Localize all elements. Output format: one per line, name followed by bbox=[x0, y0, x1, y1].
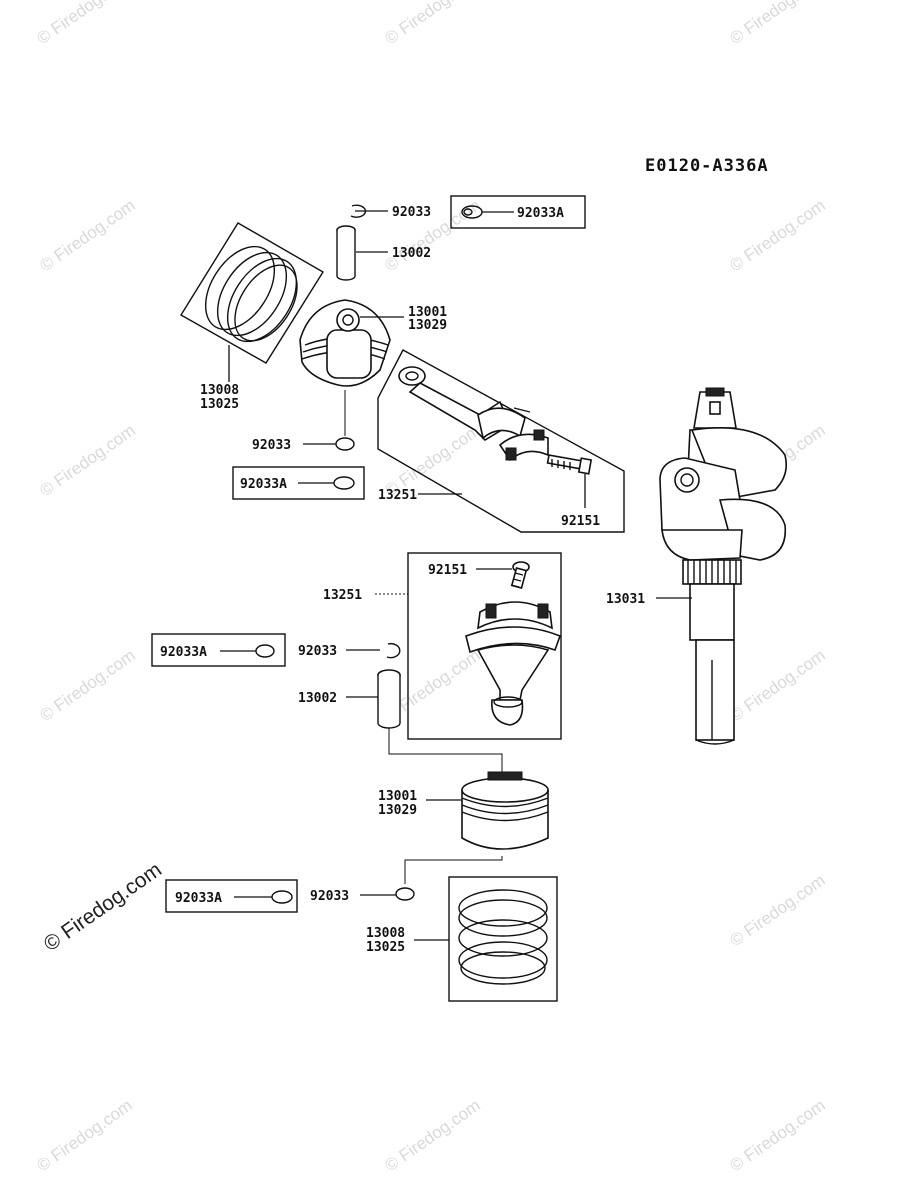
conrod-box-lower bbox=[407, 552, 562, 740]
circlip-92033-lower bbox=[335, 437, 355, 451]
label-92151: 92151 bbox=[428, 563, 467, 578]
callout-box bbox=[232, 466, 365, 500]
piston-rings-13008-lower bbox=[458, 889, 548, 985]
watermark: © Firedog.com bbox=[381, 1096, 483, 1176]
label-13251: 13251 bbox=[323, 588, 362, 603]
circlip-inner bbox=[463, 208, 473, 216]
ring-set-box-lower bbox=[448, 876, 558, 1002]
watermark: © Firedog.com bbox=[726, 871, 828, 951]
top-piston-assembly: 92033 92033A 13002 13008 13025 bbox=[180, 195, 586, 500]
label-92033a: 92033A bbox=[175, 891, 222, 906]
watermark: © Firedog.com bbox=[36, 196, 138, 276]
piston-13001-top bbox=[299, 299, 391, 387]
leader-line bbox=[388, 728, 503, 772]
circlip-92033a-icon bbox=[255, 644, 275, 658]
label-92033a: 92033A bbox=[160, 645, 207, 660]
label-13029: 13029 bbox=[408, 318, 447, 333]
conrod-box bbox=[377, 349, 625, 533]
watermark: © Firedog.com bbox=[726, 646, 828, 726]
watermark: © Firedog.com bbox=[36, 646, 138, 726]
connecting-rod-13251-lower bbox=[465, 601, 562, 726]
label-13031: 13031 bbox=[606, 592, 645, 607]
watermark: © Firedog.com bbox=[726, 196, 828, 276]
conrod-bolt-92151-top bbox=[546, 454, 593, 475]
piston-rings-13008 bbox=[204, 245, 298, 343]
watermark: © Firedog.com bbox=[726, 1096, 828, 1176]
label-13002: 13002 bbox=[298, 691, 337, 706]
label-13025: 13025 bbox=[366, 940, 405, 955]
circlip-92033-bottom bbox=[395, 887, 415, 901]
piston-pin-13002-top bbox=[336, 225, 356, 281]
watermark: © Firedog.com bbox=[36, 421, 138, 501]
label-92033: 92033 bbox=[392, 205, 431, 220]
watermark: © Firedog.com bbox=[726, 0, 828, 48]
watermark: © Firedog.com bbox=[33, 0, 135, 48]
circlip-92033a-icon bbox=[333, 476, 355, 490]
label-92033a: 92033A bbox=[240, 477, 287, 492]
diagram-code: E0120-A336A bbox=[645, 156, 769, 176]
label-92151: 92151 bbox=[561, 514, 600, 529]
callout-box bbox=[450, 195, 586, 229]
circlip-92033a-icon bbox=[271, 890, 293, 904]
label-13025: 13025 bbox=[200, 397, 239, 412]
callout-box bbox=[151, 633, 286, 667]
conrod-bolt-92151-lower bbox=[510, 561, 530, 589]
label-13001: 13001 bbox=[378, 789, 417, 804]
connecting-rod-assembly-top: 92151 13251 bbox=[377, 349, 625, 533]
circlip-92033-mid bbox=[386, 642, 401, 659]
label-13008: 13008 bbox=[366, 926, 405, 941]
ring-set-box bbox=[180, 222, 324, 364]
piston-pin-13002-lower bbox=[377, 669, 401, 729]
watermark-dark: © Firedog.com bbox=[40, 858, 166, 956]
label-13001: 13001 bbox=[408, 305, 447, 320]
crankshaft-13031 bbox=[659, 387, 788, 745]
connecting-rod-13251-top bbox=[398, 366, 549, 462]
label-92033: 92033 bbox=[298, 644, 337, 659]
label-92033: 92033 bbox=[252, 438, 291, 453]
label-92033a: 92033A bbox=[517, 206, 564, 221]
leader-line bbox=[404, 856, 503, 884]
label-13008: 13008 bbox=[200, 383, 239, 398]
label-92033: 92033 bbox=[310, 889, 349, 904]
label-13029: 13029 bbox=[378, 803, 417, 818]
label-13251: 13251 bbox=[378, 488, 417, 503]
label-13002: 13002 bbox=[392, 246, 431, 261]
piston-13001-lower bbox=[461, 771, 549, 850]
watermark: © Firedog.com bbox=[33, 1096, 135, 1176]
callout-box bbox=[165, 879, 298, 913]
watermark: © Firedog.com bbox=[381, 0, 483, 48]
